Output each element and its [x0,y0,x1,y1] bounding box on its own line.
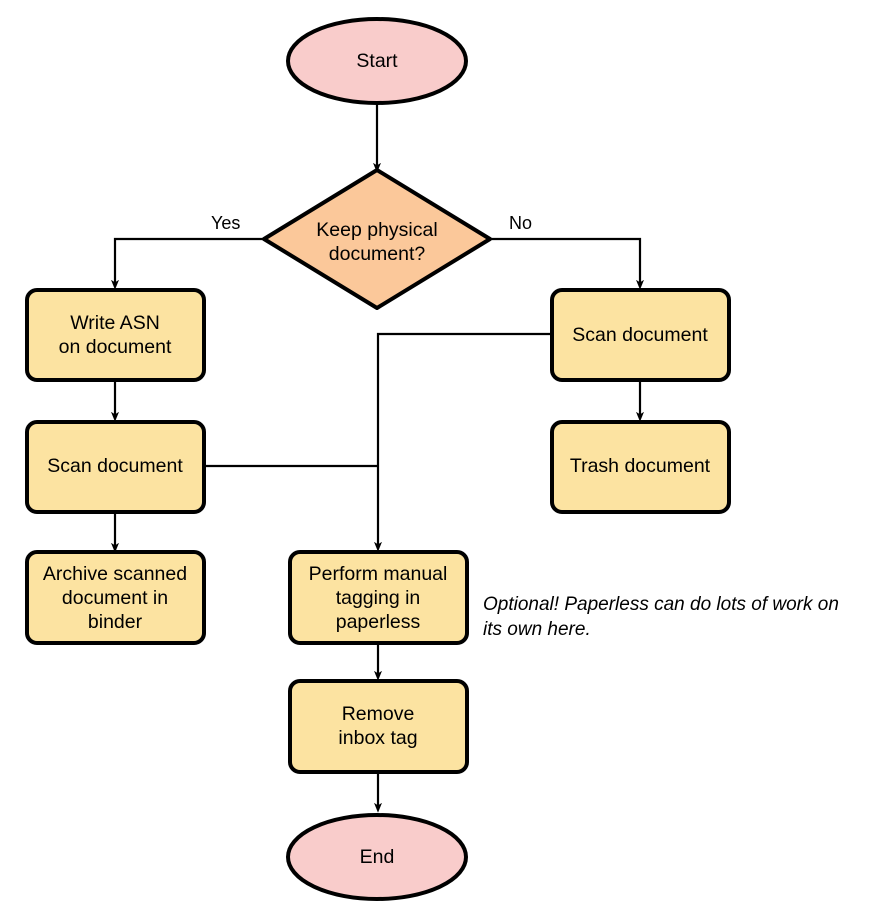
annotation-optional-note-line1: Optional! Paperless can do lots of work … [483,594,839,615]
annotation-optional-note-line2: its own here. [483,619,591,640]
node-remove-tag-label-line2: inbox tag [338,727,417,749]
node-write-asn-label-line2: on document [59,336,172,358]
node-tagging-label-line1: Perform manual [309,563,448,585]
node-decision-label-line2: document? [329,243,426,265]
node-archive-label-line3: binder [88,611,143,633]
edge-label-no: No [509,213,532,233]
node-tagging-label-line2: tagging in [336,587,421,609]
node-scan-document-right-label: Scan document [572,324,708,346]
node-remove-tag-label-line1: Remove [342,703,415,725]
node-write-asn-on-document[interactable] [25,288,206,382]
node-archive-scanned-document[interactable] [25,550,206,645]
node-scan-document-left[interactable] [25,420,206,514]
node-trash-document-label: Trash document [570,455,711,477]
node-scan-document-left-label: Scan document [47,455,183,477]
node-decision-keep-physical-document[interactable] [262,168,492,310]
node-scan-document-right[interactable] [550,288,731,382]
edge-decision-yes-to-write-asn [111,237,264,290]
node-start-label: Start [356,50,398,72]
node-archive-label-line2: document in [62,587,168,609]
edge-decision-no-to-scan-right [490,237,644,290]
node-end[interactable] [286,813,468,901]
node-write-asn-label-line1: Write ASN [70,312,160,334]
node-archive-label-line1: Archive scanned [43,563,187,585]
node-decision-label-line1: Keep physical [316,219,437,241]
node-remove-inbox-tag[interactable] [288,679,469,774]
node-end-label: End [360,846,395,868]
edge-scan-right-to-tagging [374,332,552,552]
node-trash-document[interactable] [550,420,731,514]
node-perform-manual-tagging[interactable] [288,550,469,645]
edge-label-yes: Yes [211,213,240,233]
node-start[interactable] [286,17,468,105]
node-tagging-label-line3: paperless [336,611,421,633]
